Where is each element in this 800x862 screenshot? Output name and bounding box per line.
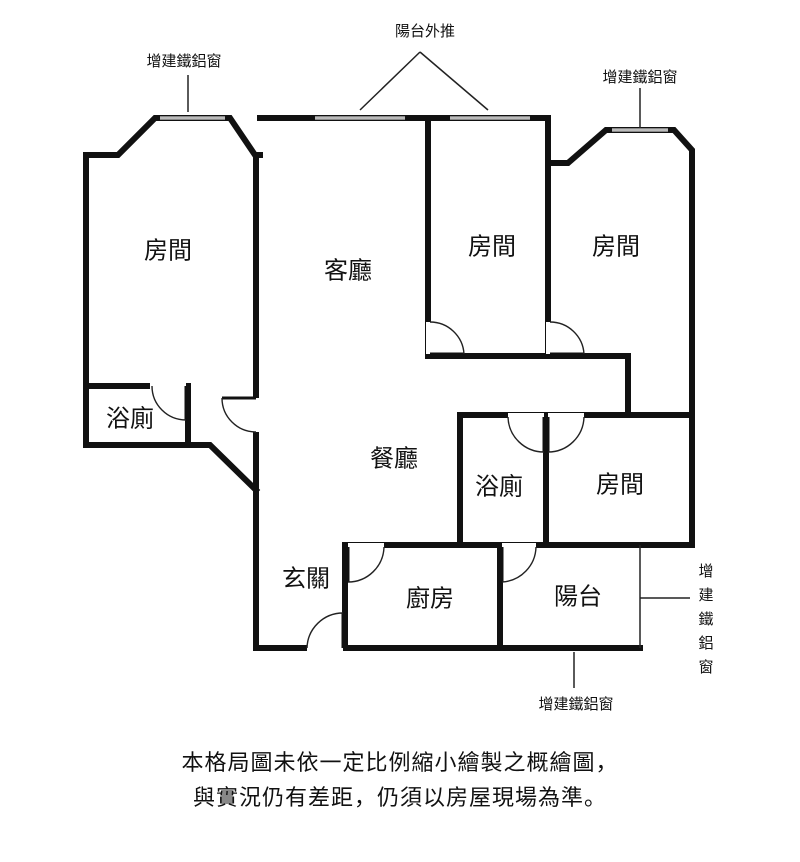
room-label-bedroom-middle: 房間 (468, 233, 516, 261)
room-label-bath-left: 浴廁 (106, 405, 154, 433)
vertical-char: 增 (698, 562, 713, 580)
door-lower-right-bedroom (546, 413, 585, 453)
annotation-leaders (187, 51, 690, 688)
room-label-entrance: 玄關 (282, 565, 330, 593)
windows (160, 116, 668, 132)
room-label-bedroom-right: 房間 (592, 233, 640, 261)
note-balcony-pushout: 陽台外推 (395, 22, 455, 40)
room-label-living-room: 客廳 (324, 257, 372, 285)
room-label-bedroom-left: 房間 (144, 237, 192, 265)
door-left-bath (150, 382, 188, 421)
door-middle-bath (507, 413, 546, 453)
door-living-left (221, 396, 260, 433)
door-middle-bedroom (426, 321, 465, 356)
door-balcony (500, 543, 537, 583)
note-iron-window-top-right: 增建鐵鋁窗 (602, 68, 677, 86)
note-iron-window-right: 增建鐵鋁窗 (698, 562, 713, 676)
note-iron-window-right-text: 增建鐵鋁窗 (698, 562, 713, 676)
vertical-char: 窗 (698, 658, 713, 676)
door-right-bedroom (546, 321, 585, 356)
vertical-char: 鋁 (698, 634, 713, 652)
vertical-char: 建 (698, 586, 713, 604)
room-label-dining-room: 餐廳 (370, 445, 418, 473)
door-entrance (306, 612, 345, 652)
room-label-bath-middle: 浴廁 (475, 473, 523, 501)
room-label-kitchen: 廚房 (406, 585, 454, 613)
door-kitchen (346, 543, 385, 583)
room-label-bedroom-lower-right: 房間 (596, 471, 644, 499)
note-iron-window-top-left: 增建鐵鋁窗 (146, 52, 221, 70)
note-iron-window-bottom: 增建鐵鋁窗 (538, 695, 613, 713)
left-wing-walls (83, 115, 263, 495)
disclaimer-line-1: 本格局圖未依一定比例縮小繪製之概繪圖， (181, 751, 619, 776)
vertical-char: 鐵 (698, 610, 713, 628)
room-label-balcony: 陽台 (554, 583, 602, 611)
disclaimer-line-2: 與實況仍有差距，仍須以房屋現場為準。 (192, 786, 607, 811)
